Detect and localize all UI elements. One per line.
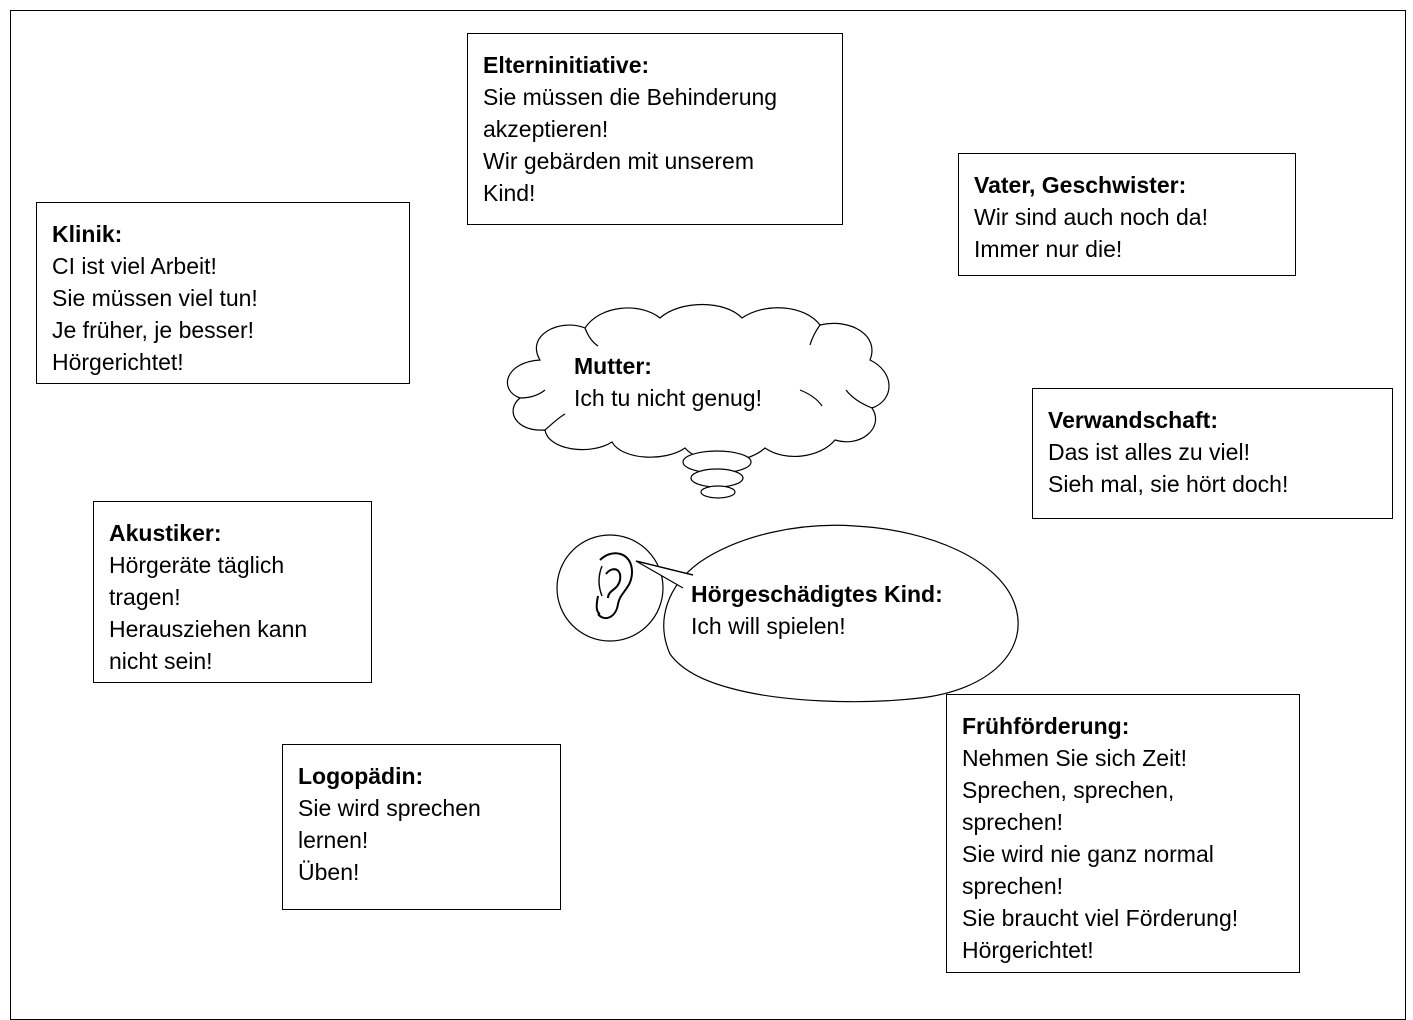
box-fruehfoerderung-line: sprechen! xyxy=(962,809,1064,835)
thought-cloud xyxy=(506,303,890,499)
box-fruehfoerderung-title: Frühförderung: xyxy=(962,713,1130,739)
mutter-line: Ich tu nicht genug! xyxy=(574,385,762,411)
box-logopaedin-line: Üben! xyxy=(298,859,360,885)
box-klinik-line: Hörgerichtet! xyxy=(52,349,184,375)
ear-circle xyxy=(556,534,664,642)
box-logopaedin-line: Sie wird sprechen xyxy=(298,795,481,821)
box-verwandschaft-line: Das ist alles zu viel! xyxy=(1048,439,1250,465)
box-elterninitiative-line: Kind! xyxy=(483,180,536,206)
box-akustiker-line: Herausziehen kann xyxy=(109,616,308,642)
box-logopaedin-title: Logopädin: xyxy=(298,763,424,789)
box-elterninitiative: Elterninitiative: Sie müssen die Behinde… xyxy=(467,33,843,225)
box-elterninitiative-line: Sie müssen die Behinderung xyxy=(483,84,778,110)
box-elterninitiative-line: Wir gebärden mit unserem xyxy=(483,148,754,174)
box-fruehfoerderung: Frühförderung: Nehmen Sie sich Zeit! Spr… xyxy=(946,694,1300,973)
box-akustiker-line: nicht sein! xyxy=(109,648,213,674)
box-klinik: Klinik: CI ist viel Arbeit! Sie müssen v… xyxy=(36,202,410,384)
box-klinik-line: Sie müssen viel tun! xyxy=(52,285,258,311)
box-vater-line: Immer nur die! xyxy=(974,236,1123,262)
ear-icon xyxy=(595,552,634,620)
box-klinik-title: Klinik: xyxy=(52,221,123,247)
box-logopaedin-line: lernen! xyxy=(298,827,369,853)
box-vater-geschwister: Vater, Geschwister: Wir sind auch noch d… xyxy=(958,153,1296,276)
box-akustiker-line: Hörgeräte täglich xyxy=(109,552,285,578)
mutter-title: Mutter: xyxy=(574,353,652,379)
mutter-text: Mutter: Ich tu nicht genug! xyxy=(574,350,762,414)
box-fruehfoerderung-line: Nehmen Sie sich Zeit! xyxy=(962,745,1187,771)
kind-text: Hörgeschädigtes Kind: Ich will spielen! xyxy=(691,578,943,642)
box-fruehfoerderung-line: sprechen! xyxy=(962,873,1064,899)
box-klinik-line: CI ist viel Arbeit! xyxy=(52,253,217,279)
kind-line: Ich will spielen! xyxy=(691,613,846,639)
box-verwandschaft-title: Verwandschaft: xyxy=(1048,407,1218,433)
box-klinik-line: Je früher, je besser! xyxy=(52,317,254,343)
box-fruehfoerderung-line: Sie braucht viel Förderung! xyxy=(962,905,1239,931)
box-vater-line: Wir sind auch noch da! xyxy=(974,204,1208,230)
box-verwandschaft-line: Sieh mal, sie hört doch! xyxy=(1048,471,1289,497)
box-logopaedin: Logopädin: Sie wird sprechen lernen! Übe… xyxy=(282,744,561,910)
box-akustiker: Akustiker: Hörgeräte täglich tragen! Her… xyxy=(93,501,372,683)
box-fruehfoerderung-line: Sprechen, sprechen, xyxy=(962,777,1175,803)
box-fruehfoerderung-line: Hörgerichtet! xyxy=(962,937,1094,963)
box-akustiker-line: tragen! xyxy=(109,584,181,610)
box-verwandschaft: Verwandschaft: Das ist alles zu viel! Si… xyxy=(1032,388,1393,519)
kind-title: Hörgeschädigtes Kind: xyxy=(691,581,943,607)
box-akustiker-title: Akustiker: xyxy=(109,520,222,546)
box-fruehfoerderung-line: Sie wird nie ganz normal xyxy=(962,841,1214,867)
box-elterninitiative-line: akzeptieren! xyxy=(483,116,609,142)
box-vater-title: Vater, Geschwister: xyxy=(974,172,1187,198)
box-elterninitiative-title: Elterninitiative: xyxy=(483,52,650,78)
speech-bubble xyxy=(635,524,1019,703)
